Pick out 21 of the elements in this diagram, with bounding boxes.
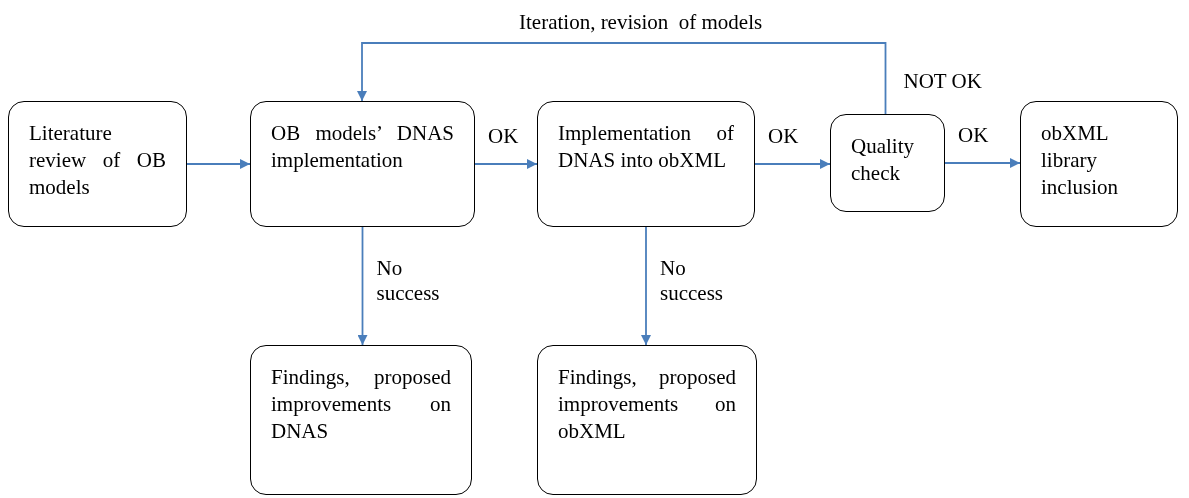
box-text: Findings, proposed improvements on DNAS <box>271 364 451 445</box>
arrow <box>754 159 831 169</box>
box-text: Findings, proposed improvements on obXML <box>558 364 736 445</box>
arrow <box>357 226 368 346</box>
box-text: Literature review of OB models <box>29 120 166 201</box>
arrow <box>186 159 251 169</box>
arrow <box>641 226 651 346</box>
box-text: OB models’ DNAS implementation <box>271 120 454 174</box>
process-box <box>537 101 755 227</box>
box-text: Implementation of DNAS into obXML <box>558 120 734 174</box>
box-text: obXML library inclusion <box>1041 120 1119 201</box>
arrow <box>357 42 887 115</box>
process-box <box>250 345 472 495</box>
process-box <box>8 101 187 227</box>
process-box <box>1020 101 1178 227</box>
process-box <box>537 345 757 495</box>
box-text: Quality check <box>851 133 915 187</box>
arrow <box>944 158 1021 168</box>
process-box <box>830 114 945 212</box>
arrow <box>474 159 538 169</box>
process-box <box>250 101 475 227</box>
